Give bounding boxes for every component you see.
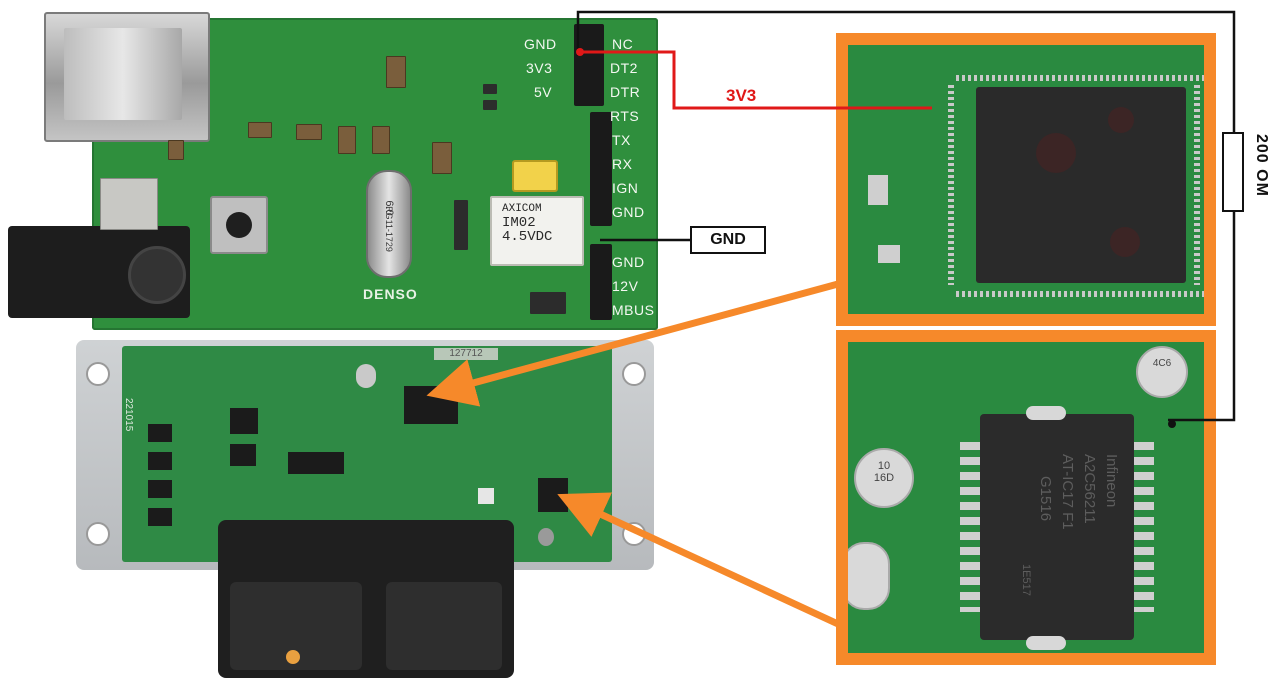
mcu-pins-bottom	[956, 291, 1204, 297]
ecu-capacitor	[538, 528, 554, 546]
pin-label-tx: TX	[612, 132, 631, 148]
mcu-pins-top	[956, 75, 1204, 81]
chip-tab	[1026, 406, 1066, 420]
pin-label-5v-left: 5V	[534, 84, 553, 100]
ecu-sticker-top: 127712	[434, 348, 498, 360]
ecu-crystal	[356, 364, 376, 388]
led	[483, 84, 497, 94]
dc-jack-socket	[128, 246, 186, 304]
mount-hole	[86, 362, 110, 386]
pin-label-gnd-2: GND	[612, 254, 645, 270]
ecu-transistor	[148, 508, 172, 526]
can-transceiver-chip: Infineon A2C56211 AT-IC17 F1 G1516 1E517	[980, 406, 1134, 650]
chip-pins-left	[960, 442, 980, 612]
relay-voltage: 4.5VDC	[502, 229, 553, 245]
pin-label-mbus: MBUS	[612, 302, 655, 318]
push-button-cap	[226, 212, 252, 238]
relay-model: IM02	[502, 215, 536, 231]
relay: AXICOM IM02 4.5VDC	[490, 196, 584, 266]
inset-smd	[878, 245, 900, 263]
wire-3v3-dot	[576, 48, 584, 56]
inset-mcu-closeup	[836, 33, 1216, 326]
ecu-transistor	[148, 424, 172, 442]
pin-label-rts: RTS	[610, 108, 640, 124]
usb-port-inner	[64, 28, 182, 120]
crystal-oscillator: 6.0 RG11-1729	[366, 170, 412, 278]
relay-brand: AXICOM	[502, 203, 542, 215]
smd-diode	[454, 200, 468, 250]
capacitor-text: 4C6	[1152, 358, 1172, 369]
label-3v3: 3V3	[726, 86, 757, 105]
mount-hole	[622, 362, 646, 386]
label-resistor: 200 OM	[1253, 134, 1270, 197]
capacitor-text: 16D	[873, 472, 895, 484]
smd-capacitor	[372, 126, 390, 154]
electrolytic-capacitor	[848, 542, 890, 610]
mcu-pins-left	[948, 85, 954, 285]
ecu-connector	[218, 520, 514, 678]
smd-resistor	[296, 124, 322, 140]
pin-label-12v: 12V	[612, 278, 639, 294]
resistor-symbol	[1222, 132, 1244, 212]
ecu-ic	[230, 444, 256, 466]
arrow-to-mcu	[426, 280, 839, 407]
ecu-ic	[230, 408, 258, 434]
connector-block-right	[386, 582, 502, 670]
pin-label-gnd-left: GND	[524, 36, 557, 52]
gnd-label-box: GND	[690, 226, 766, 254]
header-block	[530, 292, 566, 314]
resistor-wire-to-chip	[1168, 212, 1236, 422]
push-button	[210, 196, 268, 254]
ecu-white-component	[478, 488, 494, 504]
board-label: DENSO	[363, 286, 418, 302]
usb-b-port	[44, 12, 210, 142]
smd-capacitor	[338, 126, 356, 154]
smd-capacitor	[386, 56, 406, 88]
label-gnd: GND	[710, 231, 746, 248]
pin-label-gnd-1: GND	[612, 204, 645, 220]
led	[483, 100, 497, 110]
pin-label-dt2: DT2	[610, 60, 638, 76]
mcu-pins-right	[1194, 85, 1200, 285]
chip-pins-right	[1134, 442, 1154, 612]
mcu-chip	[976, 87, 1186, 283]
capacitor-text: 10	[877, 460, 891, 472]
chip-tab	[1026, 636, 1066, 650]
chip-mark	[1036, 133, 1076, 173]
gnd-wire-to-resistor	[576, 10, 1236, 132]
inset-can-transceiver-closeup: Infineon A2C56211 AT-IC17 F1 G1516 1E517…	[836, 330, 1216, 665]
smd-capacitor	[432, 142, 452, 174]
ecu-transistor	[148, 452, 172, 470]
chip-mark	[1108, 107, 1134, 133]
pin-header-bottom	[590, 244, 612, 320]
via-point	[1168, 420, 1176, 428]
pin-label-dtr: DTR	[610, 84, 641, 100]
connector-latch	[286, 650, 300, 664]
inset-smd	[868, 175, 888, 205]
chip-mark	[1110, 227, 1140, 257]
pin-header-middle	[590, 112, 612, 226]
pin-label-ign: IGN	[612, 180, 639, 196]
dc-power-jack	[8, 226, 190, 318]
component-block	[100, 178, 158, 230]
pin-label-rx: RX	[612, 156, 633, 172]
ecu-transistor	[148, 480, 172, 498]
jumper	[512, 160, 558, 192]
electrolytic-capacitor: 4C6	[1136, 346, 1188, 398]
smd-resistor	[248, 122, 272, 138]
pin-label-3v3-left: 3V3	[526, 60, 553, 76]
arrow-to-can-chip	[557, 492, 840, 628]
wire-3v3	[580, 50, 932, 110]
smd-resistor	[168, 140, 184, 160]
ecu-ic	[288, 452, 344, 474]
pin-label-nc: NC	[612, 36, 634, 52]
electrolytic-capacitor: 10 16D	[854, 448, 914, 508]
mount-hole	[86, 522, 110, 546]
